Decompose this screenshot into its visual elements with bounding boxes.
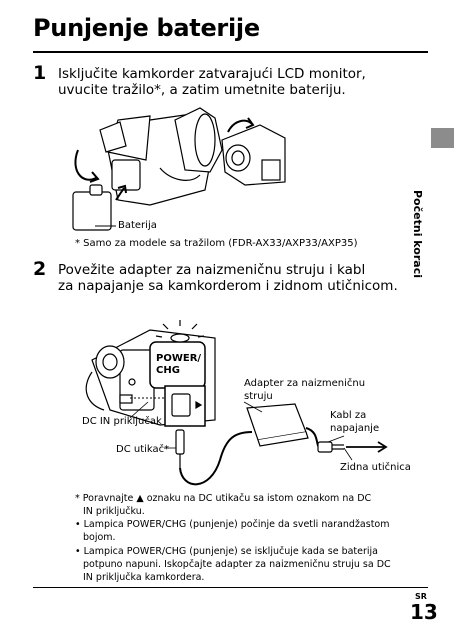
step-1-number: 1 [33, 62, 47, 84]
step-2-number: 2 [33, 258, 47, 280]
lens-front-1 [194, 113, 216, 167]
power-chg-label-line-1: POWER/ [156, 353, 202, 364]
note-3-line-3: IN priključka kamkordera. [83, 572, 205, 583]
dc-cable [179, 431, 253, 486]
cable-label-line-1: Kabl za [330, 410, 367, 421]
insertion-arrow [115, 187, 125, 201]
hand-strap [159, 167, 201, 181]
adapter-label-line-2: struju [244, 391, 273, 402]
step-1-footnote: * Samo za modele sa tražilom (FDR-AX33/A… [75, 238, 358, 249]
step-1-instruction-line-1: Isključite kamkorder zatvarajući LCD mon… [58, 66, 366, 82]
note-3-line-2: potpuno napuni. Iskopčajte adapter za na… [83, 559, 391, 570]
step-2-instruction-line-1: Povežite adapter za naizmeničnu struju i… [58, 262, 366, 278]
wall-outlet-label: Zidna utičnica [340, 462, 411, 473]
dc-plug-label: DC utikač* [116, 444, 170, 455]
title-divider [33, 51, 428, 53]
dc-plug [175, 429, 185, 455]
dc-in-label: DC IN priključak [82, 416, 162, 427]
note-3-line-1: • Lampica POWER/CHG (punjenje) se isklju… [75, 546, 379, 557]
step-2-instruction-line-2: za napajanje sa kamkorderom i zidnom uti… [58, 278, 398, 294]
note-2-line-1: • Lampica POWER/CHG (punjenje) počinje d… [75, 519, 390, 530]
note-1-line-1: * Poravnajte ▲ oznaku na DC utikaču sa i… [75, 493, 372, 504]
viewfinder-1 [99, 121, 127, 153]
battery-label: Baterija [118, 220, 157, 231]
power-chg-label-line-2: CHG [156, 365, 180, 376]
page-title: Punjenje baterije [33, 14, 260, 42]
language-code: SR [415, 592, 427, 601]
power-chg-lamp [170, 333, 190, 343]
note-2-line-2: bojom. [83, 532, 116, 543]
section-tab-marker [431, 128, 454, 148]
note-1-line-2: IN priključku. [83, 506, 145, 517]
rotation-arrow-1 [74, 149, 97, 181]
power-chg-label: POWER/ CHG [156, 353, 201, 377]
footer-divider [33, 587, 428, 588]
adapter-label-line-1: Adapter za naizmeničnu [244, 378, 366, 389]
cable-label-line-2: napajanje [330, 423, 380, 434]
page-number: 13 [410, 600, 438, 624]
step-1-instruction-line-2: uvucite tražilo*, a zatim umetnite bater… [58, 82, 346, 98]
